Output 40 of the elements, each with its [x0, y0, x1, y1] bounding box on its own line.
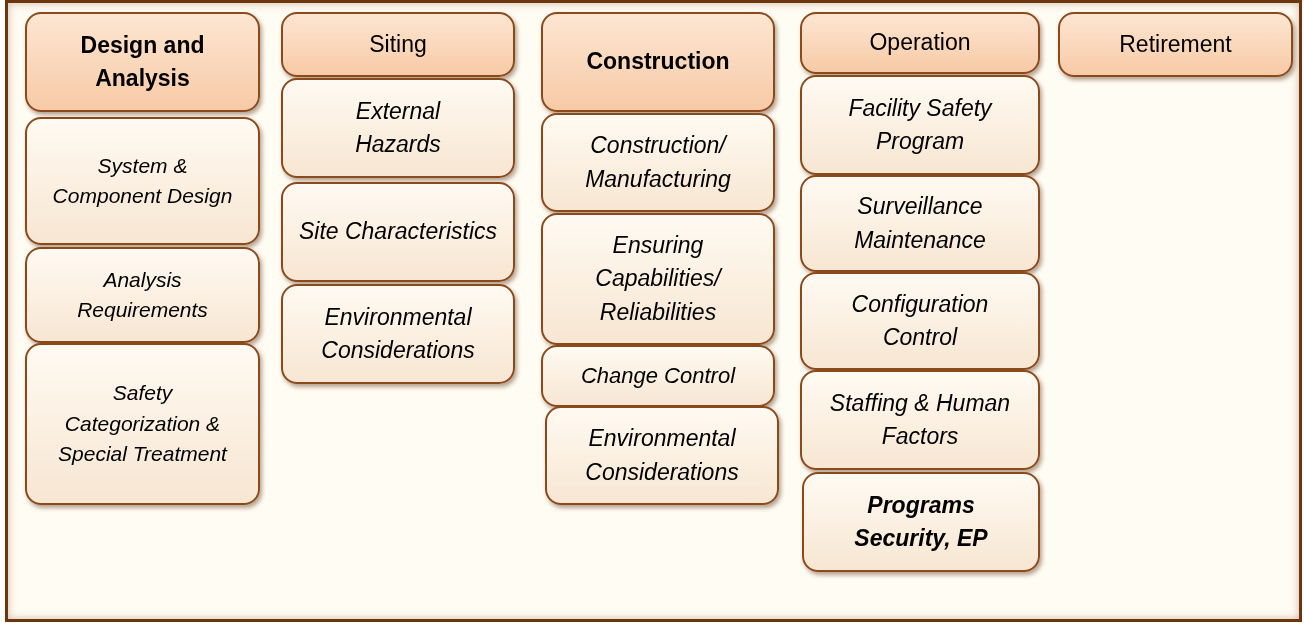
phase-header-box	[281, 12, 515, 77]
topic-box	[541, 113, 775, 212]
phase-title: Retirement	[1118, 29, 1233, 59]
topic-text: Environmental Considerations	[584, 424, 740, 487]
topic-text: Safety Categorization & Special Treatment	[57, 380, 229, 468]
topic-text: Analysis Requirements	[76, 266, 209, 323]
topic-box	[800, 175, 1040, 272]
topic-text: System & Component Design	[51, 152, 234, 209]
topic-box	[25, 117, 260, 245]
topic-text: Surveillance Maintenance	[853, 192, 987, 255]
phase-header-box	[800, 12, 1040, 74]
topic-box	[800, 272, 1040, 370]
topic-box	[541, 345, 775, 407]
topic-box	[281, 78, 515, 178]
topic-text: Facility Safety Program	[847, 93, 994, 156]
topic-box	[800, 75, 1040, 175]
topic-box	[545, 406, 779, 505]
topic-text: Ensuring Capabilities/ Reliabilities	[594, 231, 724, 327]
topic-text: Configuration Control	[850, 289, 990, 352]
topic-text: Programs Security, EP	[853, 490, 989, 553]
topic-box	[25, 343, 260, 505]
phase-header-box	[541, 12, 775, 112]
phase-title: Design and Analysis	[79, 30, 206, 93]
phase-title: Siting	[368, 29, 428, 59]
topic-text: Change Control	[579, 362, 737, 391]
phase-title: Operation	[868, 28, 972, 58]
phase-header-box	[1058, 12, 1293, 77]
phase-header-box	[25, 12, 260, 112]
phase-title: Construction	[585, 47, 731, 77]
topic-box	[800, 370, 1040, 470]
topic-box	[541, 213, 775, 345]
topic-box	[25, 247, 260, 343]
topic-box	[802, 472, 1040, 572]
topic-box	[281, 182, 515, 282]
topic-text: External Hazards	[354, 96, 442, 159]
topic-box	[281, 284, 515, 384]
topic-text: Staffing & Human Factors	[828, 388, 1012, 451]
topic-text: Construction/ Manufacturing	[584, 131, 732, 194]
topic-text: Environmental Considerations	[320, 302, 476, 365]
topic-text: Site Characteristics	[297, 217, 499, 247]
